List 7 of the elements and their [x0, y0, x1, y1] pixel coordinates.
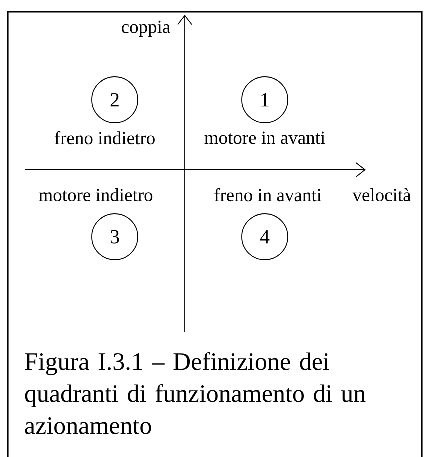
- axis-label: velocità: [352, 188, 412, 202]
- caption: Figura I.3.1 – Definizione dei quadranti di funzionamento di un azionamento: [25, 352, 366, 434]
- quadrant-label: motore in avanti: [204, 132, 326, 144]
- axis-label: coppia: [122, 20, 170, 38]
- quadrant-label: freno indietro: [54, 131, 155, 145]
- quadrant-label: motore indietro: [39, 188, 153, 202]
- quadrant-label: freno in avanti: [214, 188, 322, 202]
